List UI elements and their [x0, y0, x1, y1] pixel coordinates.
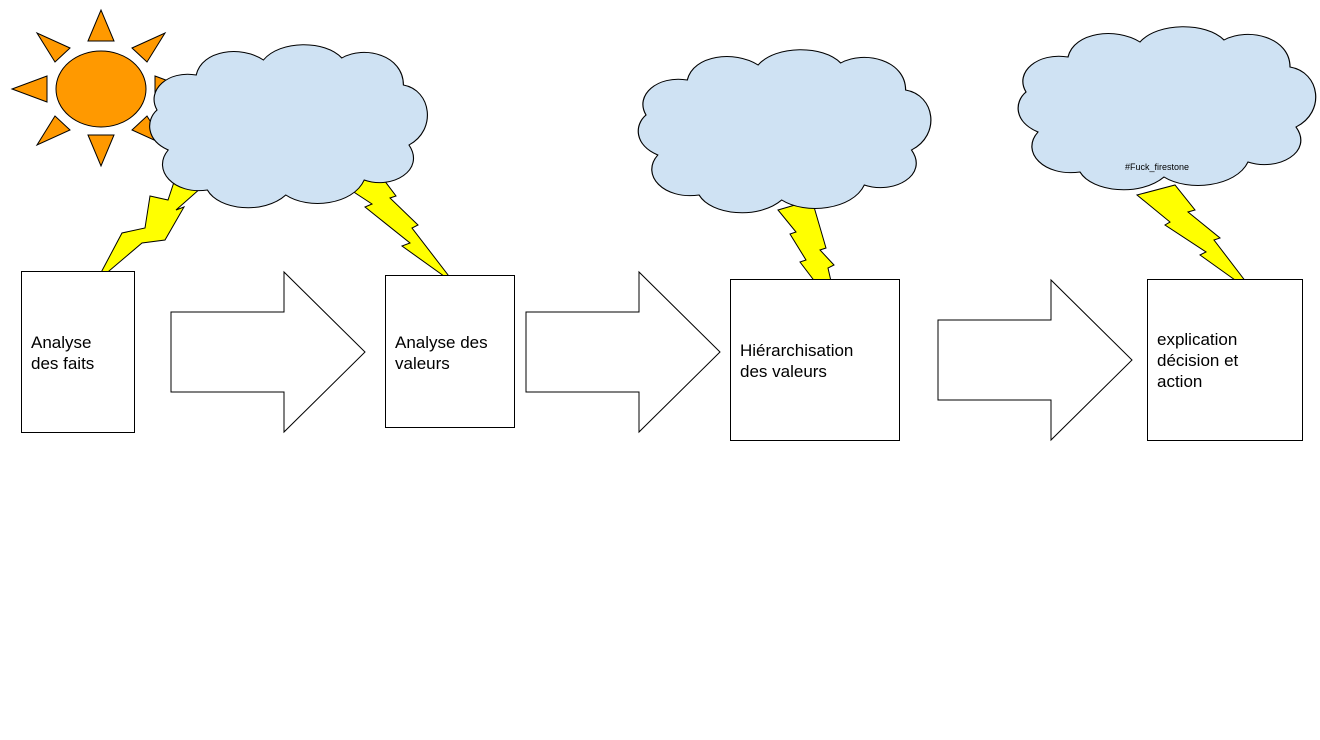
step-label-line: valeurs [395, 354, 450, 373]
cloud-hashtag: #Fuck_firestone [1125, 162, 1190, 172]
step-label-line: décision et [1157, 351, 1239, 370]
right-arrow-icon [525, 270, 721, 434]
step-label-line: explication [1157, 330, 1238, 349]
step-box-explication: explication décision et action [1147, 279, 1303, 441]
lightning-icon [1135, 184, 1257, 296]
step-label-line: Hiérarchisation [740, 341, 854, 360]
step-label-line: Analyse des [395, 333, 488, 352]
step-label: Analyse des valeurs [395, 332, 488, 374]
step-box-analyse-des-valeurs: Analyse des valeurs [385, 275, 515, 428]
step-label-line: action [1157, 372, 1203, 391]
right-arrow-icon [937, 278, 1133, 442]
sun-icon [10, 8, 192, 168]
step-label: explication décision et action [1157, 329, 1238, 392]
lightning-icon [95, 169, 211, 283]
step-label: Analyse des faits [31, 332, 94, 374]
step-box-hierarchisation: Hiérarchisation des valeurs [730, 279, 900, 441]
step-label-line: Analyse [31, 333, 92, 352]
right-arrow-icon [170, 270, 366, 434]
lightning-icon [338, 167, 456, 285]
step-label: Hiérarchisation des valeurs [740, 340, 853, 382]
cloud-icon [637, 49, 932, 214]
step-box-analyse-des-faits: Analyse des faits [21, 271, 135, 433]
step-label-line: des faits [31, 354, 95, 373]
step-label-line: des valeurs [740, 362, 827, 381]
